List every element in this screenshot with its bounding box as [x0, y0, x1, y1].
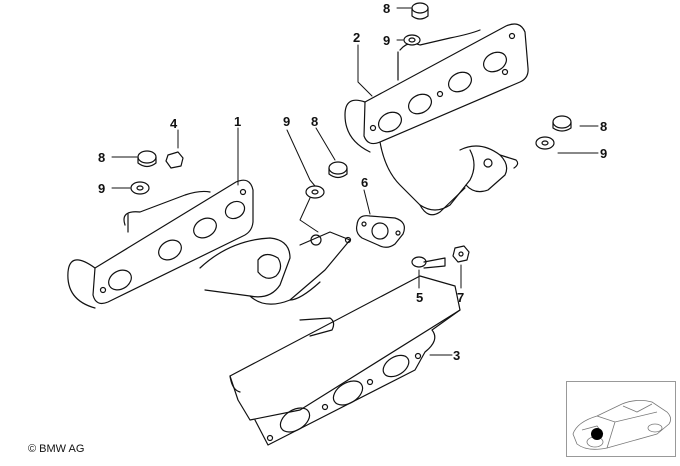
exhaust-manifold-2	[344, 23, 529, 216]
callout-9-mid: 9	[283, 114, 290, 129]
callout-7: 7	[457, 290, 464, 305]
callout-4: 4	[170, 116, 178, 131]
callout-9-left: 9	[98, 181, 105, 196]
washer-9-mid	[305, 185, 325, 199]
washer-9-right	[535, 136, 555, 150]
leader-lines	[111, 7, 599, 356]
nut-4	[165, 151, 184, 169]
callout-2: 2	[353, 30, 360, 45]
washer-9-left	[130, 181, 150, 195]
location-marker-icon	[591, 428, 603, 440]
callout-3: 3	[453, 348, 460, 363]
washer-9-top	[403, 34, 421, 46]
callout-1: 1	[234, 114, 241, 129]
callout-8-right: 8	[600, 119, 607, 134]
bolt-5	[411, 256, 446, 269]
heat-shield-gasket-3	[229, 275, 461, 446]
callout-8-mid: 8	[311, 114, 318, 129]
sleeve-8-top	[411, 2, 429, 20]
car-outline-icon	[572, 400, 671, 450]
nut-7	[452, 245, 470, 263]
gasket-6	[355, 215, 405, 248]
callout-9-right: 9	[600, 146, 607, 161]
sleeve-8-right	[552, 115, 572, 132]
callout-9-top: 9	[383, 33, 390, 48]
callout-5: 5	[416, 290, 423, 305]
callout-6: 6	[361, 175, 368, 190]
car-location-thumbnail	[566, 381, 676, 457]
exhaust-manifold-1	[67, 179, 352, 309]
callout-8-left: 8	[98, 150, 105, 165]
callout-8-top: 8	[383, 1, 390, 16]
copyright-notice: © BMW AG	[28, 443, 85, 455]
sleeve-8-mid	[328, 161, 348, 179]
sleeve-8-left	[137, 150, 157, 168]
